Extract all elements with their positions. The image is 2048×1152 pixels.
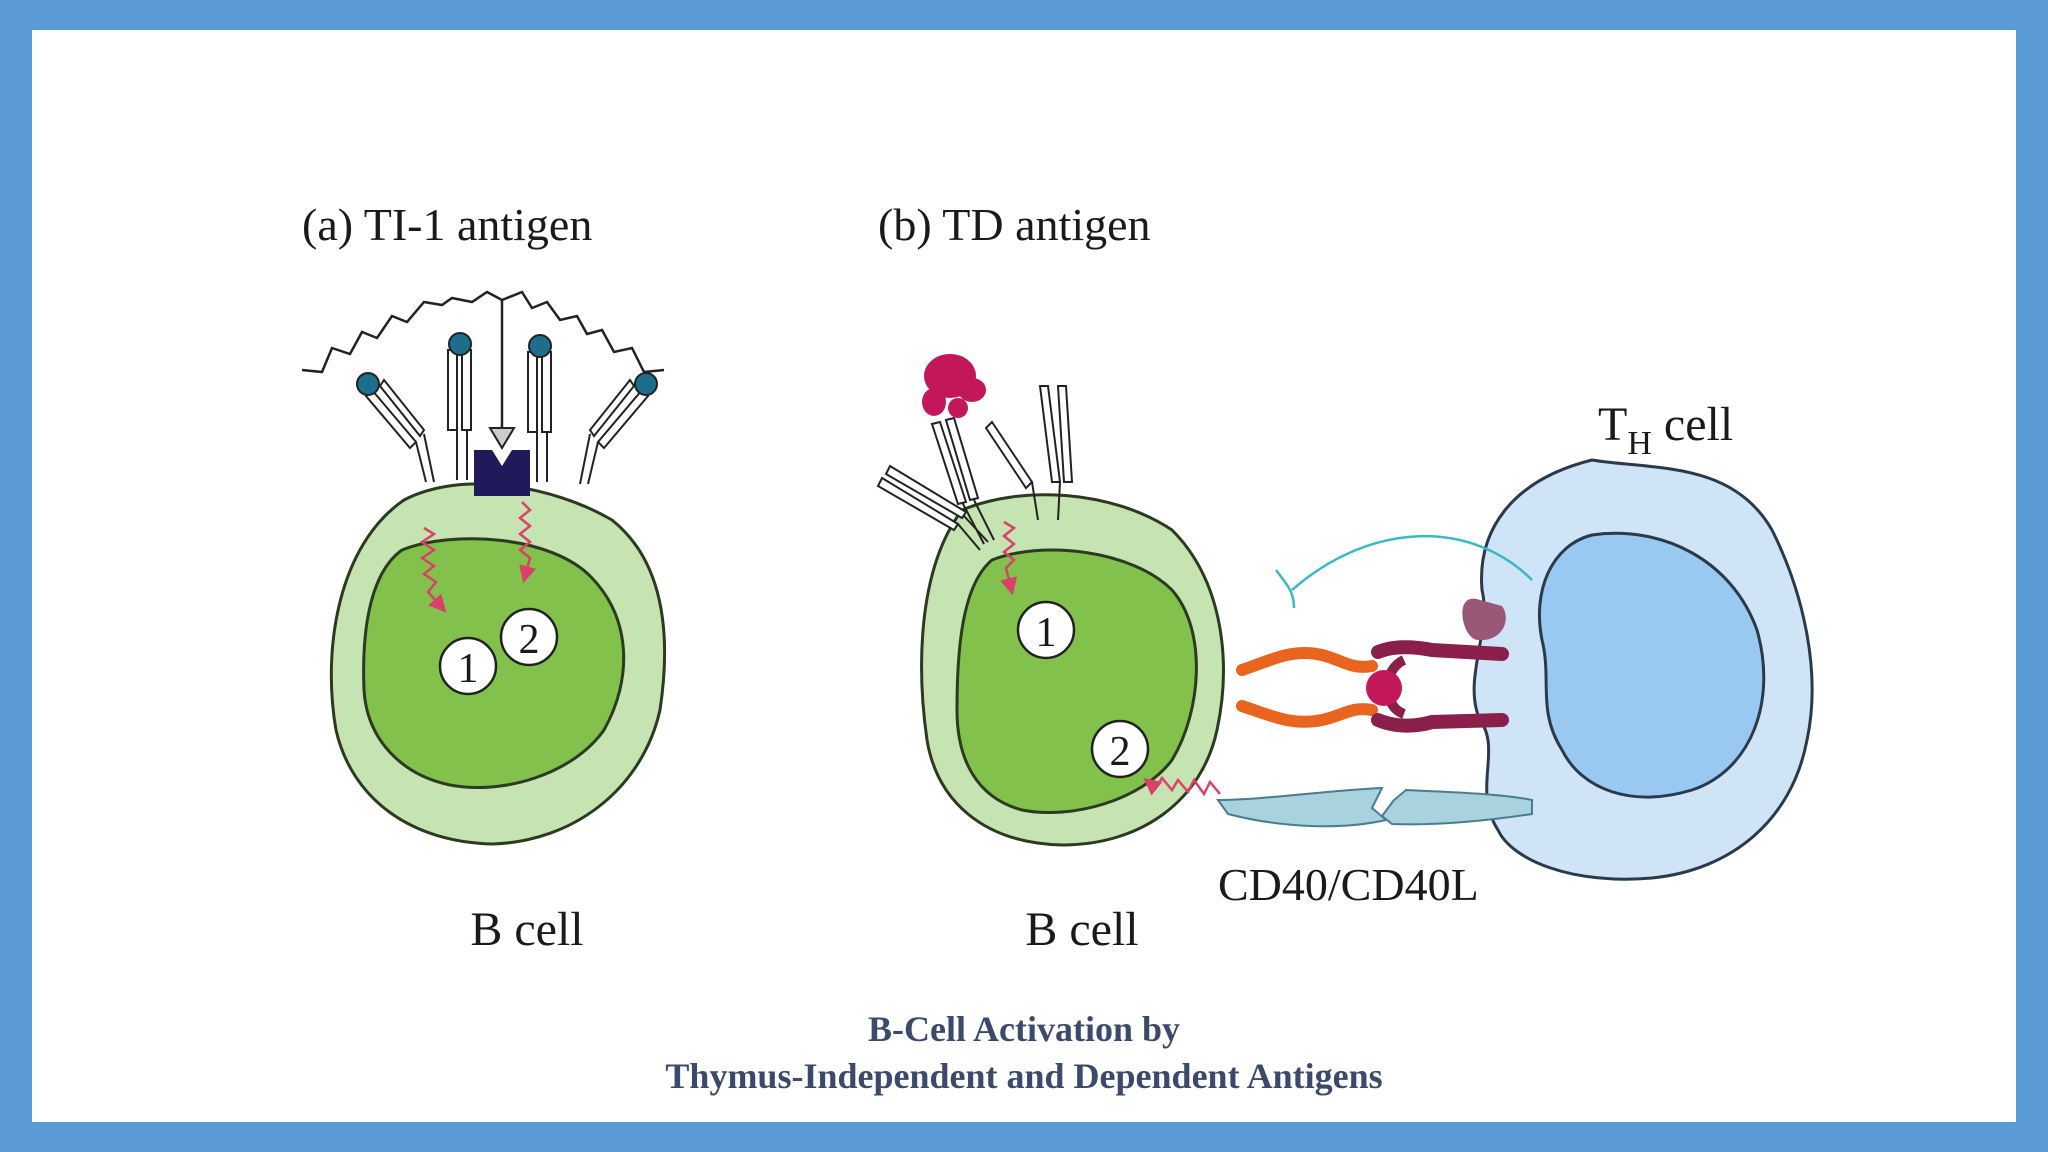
- signal-1-b: 1: [1016, 600, 1076, 660]
- signal-2-b: 2: [1090, 719, 1150, 779]
- receptor-label: CD40/CD40L: [1218, 859, 1479, 910]
- ti-antigen-chain: [301, 290, 665, 374]
- figure-caption: B-Cell Activation by Thymus-Independent …: [32, 1006, 2016, 1100]
- panel-a: (a) TI-1 antigen: [301, 199, 667, 956]
- bcr-b-left: [876, 464, 989, 551]
- peptide: [1366, 670, 1402, 706]
- antigen-dot: [356, 372, 380, 396]
- signal-2-b-label: 2: [1110, 729, 1131, 775]
- bcr-a-midright: [527, 334, 552, 482]
- bcr-a-left: [356, 372, 435, 483]
- signal-1-a: 1: [438, 636, 498, 696]
- signal-arrow-a2: [517, 501, 537, 584]
- b-cell-a: [329, 482, 667, 846]
- antigen-dot: [448, 332, 472, 356]
- th-cell-label: TH cell: [1598, 398, 1733, 462]
- cd40: [1216, 786, 1389, 828]
- cd40l: [1380, 788, 1533, 826]
- signal-1-b-label: 1: [1036, 610, 1057, 656]
- panel-b: (b) TD antigen: [876, 199, 1814, 956]
- b-cell-b-nucleus: [955, 548, 1198, 814]
- cytokine-feedback-arc: [1291, 535, 1533, 591]
- cd40-cd40l: [1216, 786, 1533, 828]
- th-cell: [1472, 458, 1814, 881]
- bcr-b-right: [984, 385, 1074, 521]
- b-cell-activation-diagram: (a) TI-1 antigen: [301, 199, 1814, 956]
- th-main: T: [1598, 398, 1627, 451]
- th-rest: cell: [1652, 398, 1733, 451]
- bcr-a-midleft: [447, 332, 472, 480]
- antigen-dot: [528, 334, 552, 358]
- b-cell-b-label: B cell: [1025, 903, 1138, 956]
- panel-a-title: (a) TI-1 antigen: [302, 199, 592, 250]
- caption-line-1: B-Cell Activation by: [868, 1009, 1180, 1049]
- mhc-molecule-lower: [1236, 700, 1378, 728]
- bcr-b-middle: [930, 416, 995, 545]
- panel-b-title: (b) TD antigen: [878, 199, 1151, 250]
- mitogen-arrow-head: [488, 427, 516, 450]
- slide: (a) TI-1 antigen: [32, 30, 2016, 1122]
- b-cell-b: [920, 493, 1225, 847]
- signal-arrow-b1: [1000, 520, 1018, 596]
- mitogen-receptor: [474, 450, 530, 496]
- signal-2-a: 2: [499, 607, 559, 667]
- mhc-tcr-complex: [1236, 598, 1509, 733]
- signal-arrow-b2: [1143, 775, 1221, 797]
- signal-arrow-a1: [419, 526, 447, 613]
- cd4-knob: [1462, 598, 1506, 641]
- th-sub: H: [1627, 425, 1652, 462]
- caption-line-2: Thymus-Independent and Dependent Antigen…: [665, 1056, 1383, 1096]
- mhc-molecule: [1236, 646, 1378, 676]
- signal-2-a-label: 2: [519, 617, 540, 663]
- cytokine-feedback-tip: [1275, 569, 1296, 609]
- signal-1-a-label: 1: [458, 646, 479, 692]
- antigen-dot: [634, 372, 658, 396]
- b-cell-a-label: B cell: [470, 903, 583, 956]
- bcr-a-right: [579, 372, 658, 485]
- td-antigen: [922, 354, 986, 418]
- tcr-receptor: [1371, 640, 1509, 733]
- th-cell-nucleus: [1537, 531, 1766, 799]
